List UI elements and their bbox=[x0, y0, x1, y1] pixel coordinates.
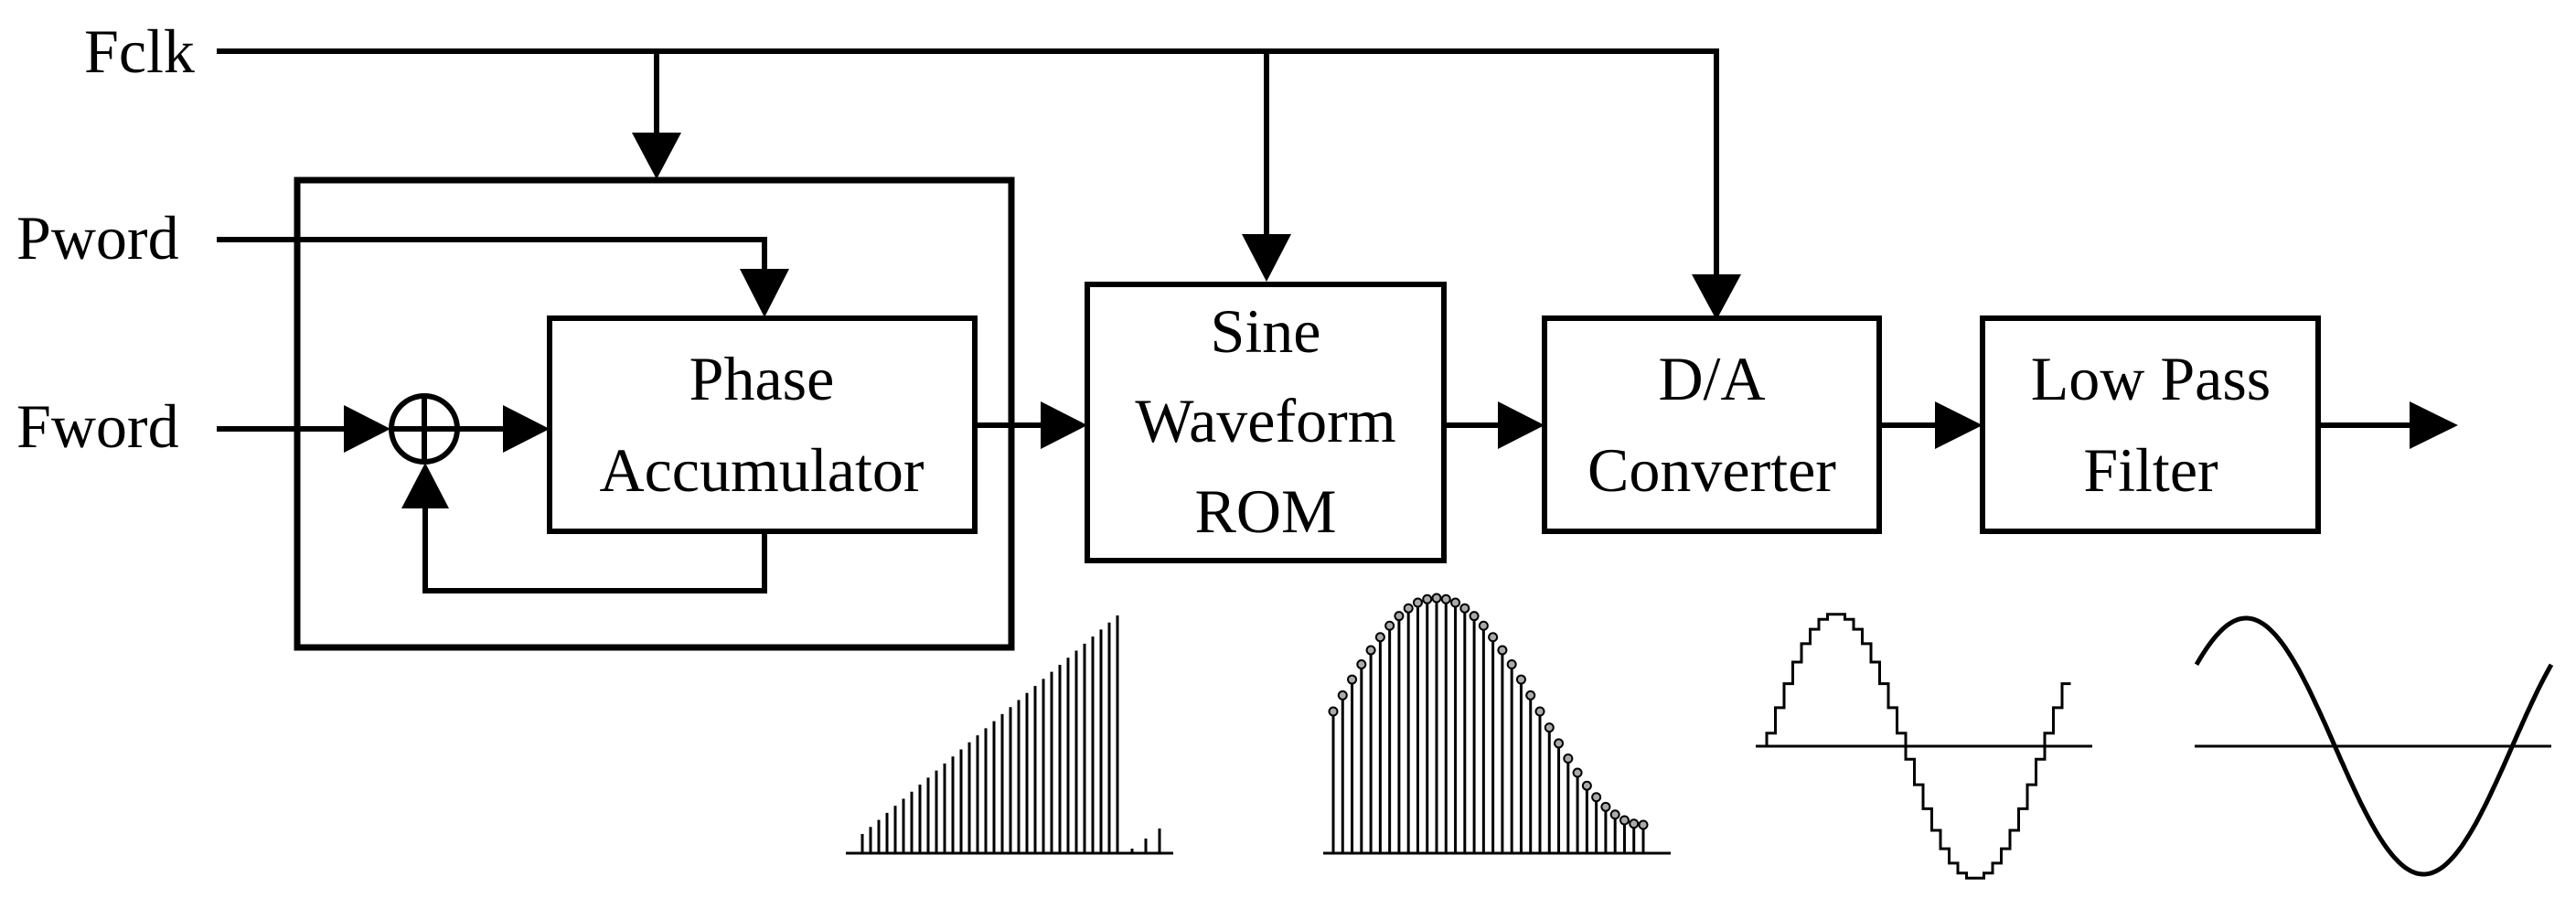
smooth-sine-signal bbox=[2194, 615, 2554, 877]
dac-label-2: Converter bbox=[1587, 435, 1836, 505]
output-line bbox=[2318, 401, 2458, 449]
low-pass-filter-block bbox=[1980, 315, 2321, 534]
sample-point bbox=[1422, 593, 1433, 604]
adder-output-line bbox=[457, 405, 550, 453]
sample-point bbox=[1563, 754, 1574, 764]
sample-point bbox=[1384, 620, 1395, 631]
sample-point bbox=[1600, 801, 1611, 812]
accumulator-frame bbox=[294, 176, 1015, 651]
sample-point bbox=[1619, 815, 1630, 826]
sample-point bbox=[1347, 674, 1358, 685]
adder-symbol bbox=[389, 393, 460, 465]
sample-point bbox=[1412, 597, 1423, 608]
fclk-label: Fclk bbox=[84, 16, 195, 86]
sample-point bbox=[1638, 819, 1649, 830]
phase-accumulator-label-1: Phase bbox=[689, 344, 835, 413]
dac-block bbox=[1542, 315, 1882, 534]
sample-point bbox=[1394, 611, 1405, 622]
sample-point bbox=[1544, 722, 1555, 733]
sample-point bbox=[1581, 780, 1592, 791]
sample-point bbox=[1591, 792, 1602, 803]
sample-point bbox=[1431, 593, 1442, 604]
sampled-sine-waveform bbox=[1323, 593, 1671, 855]
sample-point bbox=[1497, 645, 1508, 656]
sine-rom-label-3: ROM bbox=[1195, 476, 1337, 546]
low-pass-filter-label-1: Low Pass bbox=[2031, 344, 2271, 413]
sample-point bbox=[1365, 645, 1376, 656]
sample-point bbox=[1525, 690, 1536, 700]
sample-point bbox=[1572, 767, 1583, 778]
clock-bus bbox=[217, 48, 1741, 320]
staircase-sine-waveform bbox=[1756, 613, 2092, 880]
pword-label: Pword bbox=[16, 203, 179, 273]
fword-line bbox=[217, 405, 390, 453]
sine-rom-label-1: Sine bbox=[1211, 296, 1321, 366]
sample-point bbox=[1403, 603, 1414, 614]
sample-point bbox=[1515, 674, 1526, 685]
sample-point bbox=[1506, 658, 1517, 669]
phase-accumulator-label-2: Accumulator bbox=[600, 435, 925, 505]
sample-point bbox=[1440, 593, 1451, 604]
sample-point bbox=[1554, 738, 1565, 749]
sample-point bbox=[1374, 632, 1385, 643]
sample-point bbox=[1534, 706, 1545, 717]
sawtooth-waveform bbox=[846, 615, 1173, 855]
feedback-loop bbox=[401, 463, 767, 593]
sample-point bbox=[1337, 690, 1348, 700]
sample-point bbox=[1609, 809, 1620, 820]
smooth-sine-waveform bbox=[2194, 615, 2554, 877]
sample-point bbox=[1450, 597, 1461, 608]
fword-label: Fword bbox=[16, 391, 179, 461]
rom-to-dac-line bbox=[1444, 401, 1545, 449]
sample-point bbox=[1328, 706, 1339, 717]
dac-label-1: D/A bbox=[1658, 344, 1765, 413]
sample-point bbox=[1629, 818, 1640, 829]
low-pass-filter-label-2: Filter bbox=[2083, 435, 2218, 505]
phase-accumulator-block bbox=[547, 315, 978, 534]
sample-point bbox=[1488, 632, 1499, 643]
acc-to-rom-line bbox=[975, 401, 1087, 449]
sine-rom-label-2: Waveform bbox=[1135, 386, 1395, 455]
pword-line bbox=[217, 237, 789, 317]
dac-to-lpf-line bbox=[1879, 401, 1983, 449]
sample-point bbox=[1459, 603, 1470, 614]
sample-point bbox=[1478, 620, 1489, 631]
sample-point bbox=[1356, 658, 1367, 669]
staircase-signal bbox=[1765, 613, 2071, 880]
sample-point bbox=[1469, 611, 1480, 622]
